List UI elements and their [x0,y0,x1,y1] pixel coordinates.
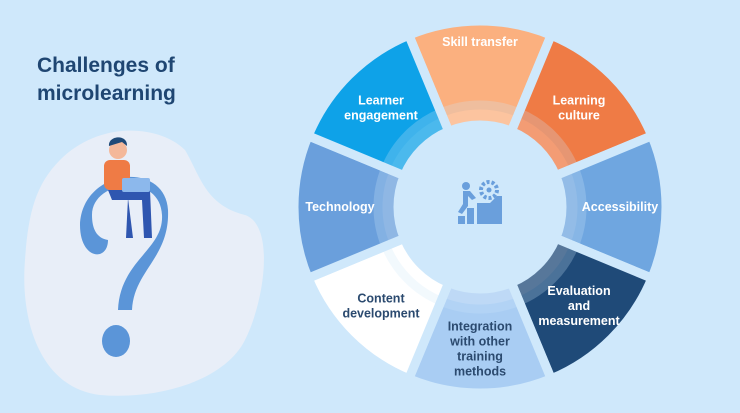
title-line-1: Challenges of [37,54,175,77]
center-icon [458,180,502,224]
segment-label-line: and [568,299,590,313]
segment-label-line: engagement [344,109,418,123]
segment-label: Accessibility [582,200,658,214]
segment-label-line: with other [449,335,510,349]
segment-label-line: development [342,306,420,320]
title-line-2: microlearning [37,82,176,105]
segment-label-line: Evaluation [547,284,610,298]
segment-label-line: training [457,350,503,364]
person-with-laptop-icon [104,137,152,238]
question-mark-icon [80,176,169,357]
segment-label-line: Accessibility [582,200,658,214]
segment-label-line: culture [558,109,600,123]
segment-label-line: Skill transfer [442,35,518,49]
segment-label-line: methods [454,365,506,379]
segment-label-line: measurement [538,314,620,328]
segment-label-line: Content [357,291,405,305]
segment-7 [302,29,455,182]
segment-label: Skill transfer [442,35,518,49]
segment-label-line: Integration [448,320,513,334]
segment-label-line: Learning [553,94,606,108]
segment-label-line: Learner [358,94,404,108]
page-title: Challenges of microlearning [37,52,176,108]
segment-label-line: Technology [305,200,374,214]
segment-label: Technology [305,200,374,214]
segment-inner-band [379,106,455,182]
illustration [24,130,264,396]
